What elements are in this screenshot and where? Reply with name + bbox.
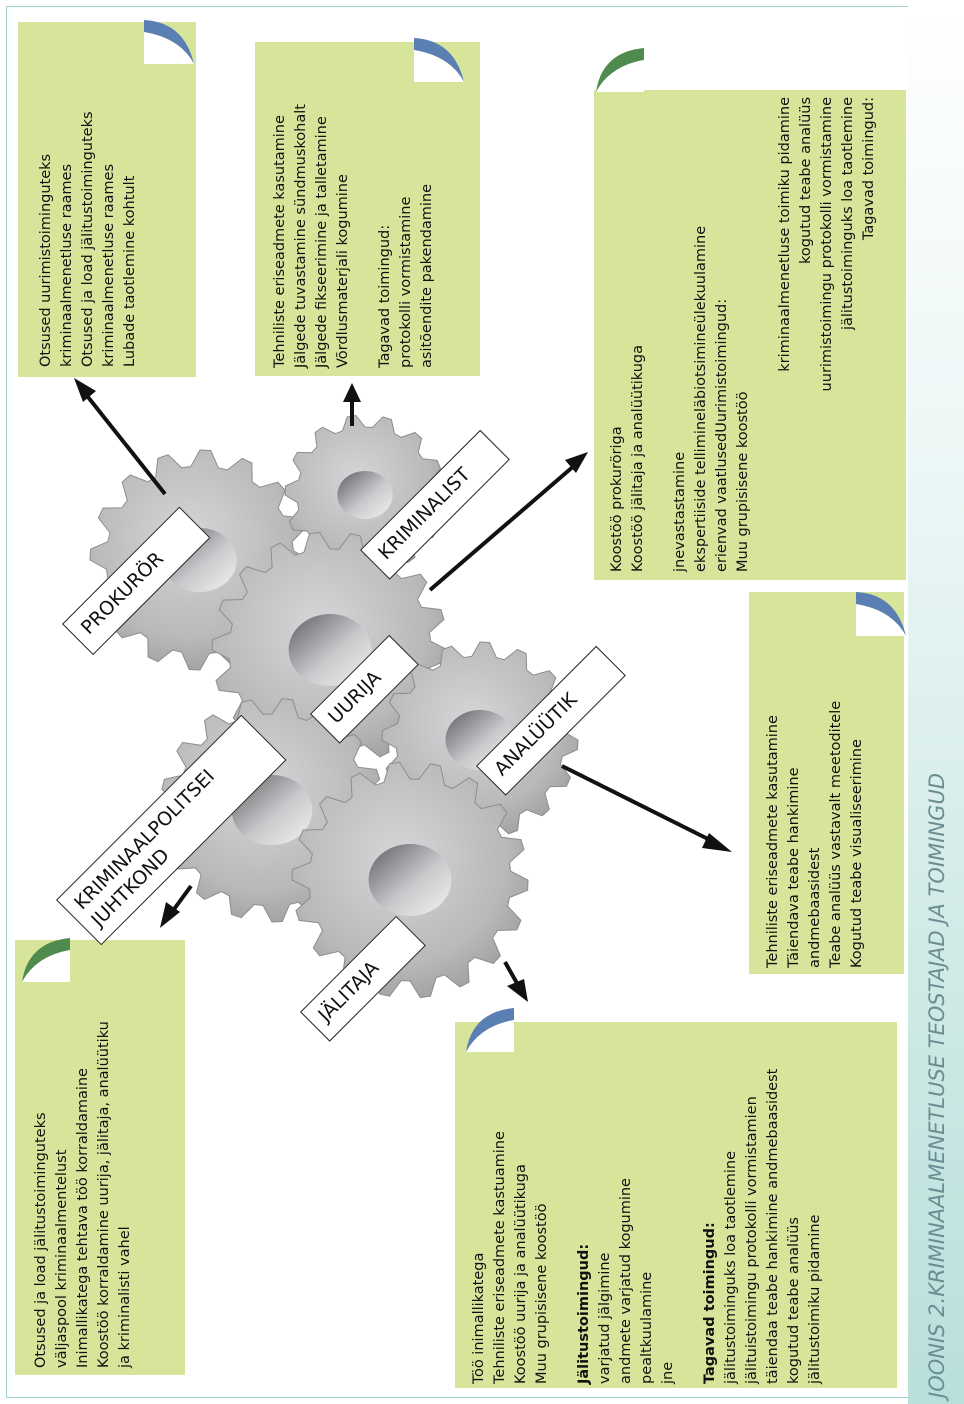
caption-sidebar <box>908 0 964 1404</box>
note-spacer <box>553 1026 574 1384</box>
note-kriminalist: Tehniliste eriseadmete kasutamine Jälgede… <box>255 42 480 376</box>
page-curl-icon <box>22 938 70 982</box>
arrow-to-jalitaja-note <box>503 961 520 986</box>
note-line: Tehniliste eriseadmete kasutamine <box>272 115 288 368</box>
note-line: uurimistoimingu protokolli vormistamine <box>819 97 835 392</box>
note-line: kogutud teabe analüüs <box>786 1217 802 1384</box>
note-line: jälitustoiminguks loa taotlemine <box>723 1150 739 1384</box>
note-line: Võrdlusmaterjali kogumine <box>335 174 351 368</box>
note-line: Koostöö jälitaja ja analüütikuga <box>630 344 646 572</box>
note-prokuror: Otsused uurimistoiminguteks kriminaalmene… <box>18 22 196 377</box>
note-line: kriminaalmenetluse raames <box>59 163 75 367</box>
note-line: Teabe analüüs vastavalt meetoditele <box>828 700 844 968</box>
note-line: väljaspool kriminaalmentelust <box>54 1149 70 1368</box>
note-spacer <box>679 1026 700 1384</box>
note-line: Tehniliste eriseadmete kasutamine <box>765 715 781 968</box>
note-line: pealtkuulamine <box>639 1271 655 1384</box>
connector-arrows <box>74 378 732 1002</box>
note-jalitaja: Töö inimallikatega Tehniliste eriseadmete… <box>455 1022 897 1388</box>
arrow-to-prokuror-note <box>82 390 167 496</box>
page-curl-icon <box>856 592 906 636</box>
note-line: Tagavad toimingud: <box>861 97 877 241</box>
note-line: Töö inimallikatega <box>471 1252 487 1384</box>
note-line: Koostöö prokuröriga <box>609 426 625 572</box>
note-analuutik: Tehniliste eriseadmete kasutamine Täienda… <box>749 592 904 974</box>
note-spacer <box>754 97 775 572</box>
note-line: andmebaasidest <box>807 847 823 968</box>
note-line: jne <box>660 1361 676 1384</box>
note-line <box>354 50 375 368</box>
note-line: jälitustoimiku pidamine <box>807 1214 823 1384</box>
note-heading: Tagavad toimingud: <box>702 1222 718 1384</box>
note-line: Tehniliste eriseadmete kastuamine <box>492 1131 508 1384</box>
note-line: Täiendava teabe hankimine <box>786 767 802 968</box>
note-line: Muu grupisisene koostöö <box>735 391 751 572</box>
note-line: varjatud jälgimine <box>597 1252 613 1384</box>
note-line <box>649 97 670 572</box>
page-curl-icon <box>144 20 194 64</box>
note-line: Otsused ja load jälitustoiminguteks <box>80 111 96 367</box>
page-curl-icon <box>466 1008 514 1052</box>
note-line: ja kriminalisti vahel <box>117 1226 133 1368</box>
figure-caption: JOONIS 2.KRIMINAALMENETLUSE TEOSTAJAD JA… <box>925 773 949 1398</box>
arrow-to-analuutik-note <box>561 764 717 845</box>
note-line: Otsused uurimistoiminguteks <box>38 153 54 367</box>
note-line: Inimallikatega tehtava töö korraldamaine <box>75 1068 91 1368</box>
note-juhtkond: Otsused ja load jälitustoiminguteks välja… <box>15 940 185 1375</box>
note-line: Koostöö korraldamine uurija, jälitaja, a… <box>96 1021 112 1368</box>
arrow-to-uurija-note <box>428 463 577 592</box>
note-line: kriminaalmenetluse toimiku pidamine <box>777 97 793 372</box>
note-heading: Jälitustoimingud: <box>576 1243 592 1384</box>
note-line: erienvad vaatlusedUurimistoimingud: <box>714 298 730 572</box>
page-curl-icon <box>414 38 464 82</box>
note-line: Kogutud teabe visualiseerimine <box>849 739 865 968</box>
note-line: Lubade taotlemine kohtult <box>122 175 138 367</box>
note-line: andmete varjatud kogumine <box>618 1178 634 1384</box>
note-uurija: Koostöö prokuröriga Koostöö jälitaja ja a… <box>594 90 906 580</box>
note-line: kriminaalmenetluse raames <box>101 163 117 367</box>
note-line: Koostöö uurija ja analüütikuga <box>513 1164 529 1384</box>
note-line: Jälgede tuvastamine sündmuskohalt <box>293 104 309 368</box>
arrow-to-juhtkond-note <box>170 884 193 914</box>
note-line: Tagavad toimingud: <box>377 224 393 368</box>
note-line: ekspertiiside tellimineläbiotsimineüleku… <box>693 225 709 572</box>
note-line: jälituistoimingu protokolli vormistamien <box>744 1096 760 1384</box>
note-line: kogutud teabe analüüs <box>798 97 814 264</box>
page-curl-icon <box>596 48 644 92</box>
note-line: Muu grupisisene koostöö <box>534 1203 550 1384</box>
gear-jalitaja <box>291 761 529 999</box>
note-line: asitõendite pakendamine <box>419 183 435 368</box>
note-line: jnevastastamine <box>672 451 688 572</box>
note-line: Otsused ja load jälitustoiminguteks <box>33 1112 49 1368</box>
note-line: jälitustoiminguks loa taotlemine <box>840 97 856 331</box>
note-line: protokolli vormistamine <box>398 196 414 368</box>
note-line: Jälgede fikseerimine ja talletamine <box>314 116 330 368</box>
note-line: täiendaa teabe hankimine andmebaasidest <box>765 1068 781 1384</box>
